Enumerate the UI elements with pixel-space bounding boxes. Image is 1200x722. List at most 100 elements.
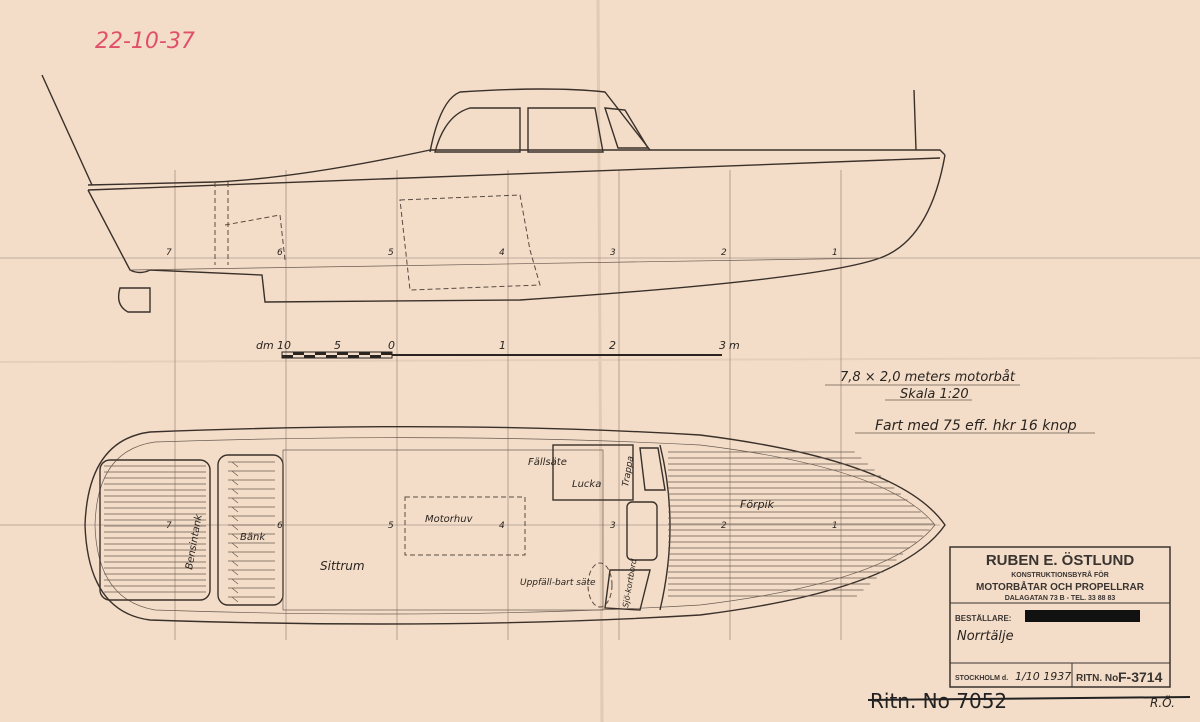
label-forepeak: Förpik — [740, 498, 775, 511]
sheer-line — [87, 149, 946, 186]
bench-slat — [228, 461, 275, 468]
scale-label: 10 — [277, 339, 291, 352]
label-stairs: Trappa — [621, 455, 636, 487]
stairs — [639, 447, 666, 491]
cabin-roof — [429, 88, 651, 153]
station-label-profile: 2 — [721, 248, 727, 258]
station-label-plan: 5 — [388, 521, 394, 531]
stamp-place-label: STOCKHOLM d. — [955, 675, 1008, 682]
bench-slat — [228, 578, 275, 585]
label-chart-table: Sjö-kortbord — [621, 557, 639, 608]
windshield — [604, 107, 650, 149]
scale-label: 5 — [334, 339, 341, 352]
bench-slat — [228, 515, 275, 522]
station-label-profile: 6 — [277, 248, 283, 258]
bulkhead — [214, 182, 229, 265]
hull-bottom — [149, 154, 946, 303]
profile-view — [41, 74, 946, 313]
cabin-window — [434, 107, 521, 153]
dashboard — [626, 501, 658, 561]
stamp-drawing-no-label: RITN. No — [1076, 673, 1118, 684]
bench-slat — [228, 470, 275, 477]
engine-outline — [399, 194, 541, 291]
scale-check — [282, 355, 293, 358]
scale-bar: dm 10 5 0 1 2 3 m — [256, 339, 740, 359]
engine-cover — [404, 496, 526, 556]
deck-line — [87, 157, 941, 191]
scale-label: 1 — [499, 339, 506, 352]
label-hatch: Lucka — [572, 479, 601, 490]
bench-slat — [228, 587, 275, 594]
drawing-title: 7,8 × 2,0 meters motorbåt — [840, 370, 1016, 385]
station-label-profile: 7 — [166, 248, 172, 258]
initials: R.Ö. — [1150, 694, 1175, 710]
old-drawing-number: Ritn. No 7052 — [870, 689, 1007, 713]
date-mark: 22-10-37 — [95, 29, 195, 54]
bench-slat — [228, 533, 275, 540]
station-label-profile: 4 — [499, 248, 505, 258]
label-cockpit: Sittrum — [320, 559, 365, 573]
keel-line — [129, 257, 881, 271]
company-stamp: RUBEN E. ÖSTLUND KONSTRUKTIONSBYRÅ FÖR M… — [949, 546, 1171, 688]
scale-check — [293, 352, 304, 355]
label-folding-seat: Fällsäte — [528, 457, 567, 468]
station-label-profile: 1 — [832, 248, 838, 258]
cockpit — [282, 449, 604, 611]
steering-wheel — [587, 562, 613, 608]
scale-check — [315, 352, 326, 355]
scale-checks — [282, 352, 392, 358]
strike-through — [867, 696, 1191, 701]
chart-table — [604, 569, 651, 611]
hatch — [552, 444, 634, 501]
bench-slat — [228, 569, 275, 576]
plan-view: Bänk Bensintank Sittrum Motorhuv Fällsät… — [84, 425, 946, 625]
bow-flagstaff — [913, 89, 917, 151]
label-bench: Bänk — [240, 532, 266, 543]
bench-slat — [228, 479, 275, 486]
station-label-plan: 3 — [610, 521, 616, 531]
bench-slat — [228, 596, 275, 603]
stamp-client-location: Norrtälje — [957, 629, 1014, 644]
transom-rudder — [87, 189, 151, 274]
scale-check — [359, 352, 370, 355]
station-label-plan: 4 — [499, 521, 505, 531]
rubrail — [94, 437, 936, 615]
stamp-line2: MOTORBÅTAR OCH PROPELLRAR — [976, 580, 1145, 593]
station-label-plan: 2 — [721, 521, 727, 531]
stamp-line1: KONSTRUKTIONSBYRÅ FÖR — [1011, 570, 1109, 579]
speed-note: Fart med 75 eff. hkr 16 knop — [875, 418, 1077, 434]
station-label-plan: 1 — [832, 521, 838, 531]
station-label-profile: 3 — [610, 248, 616, 258]
stamp-drawing-no: F-3714 — [1118, 669, 1163, 685]
scale-label: 3 — [719, 339, 726, 352]
label-engine-cover: Motorhuv — [425, 514, 474, 525]
scale-check — [348, 355, 359, 358]
stamp-date: 1/10 1937 — [1015, 670, 1071, 683]
stamp-company: RUBEN E. ÖSTLUND — [986, 552, 1135, 569]
station-label-profile: 5 — [388, 248, 394, 258]
bench-slat — [228, 488, 275, 495]
scale-check — [304, 355, 315, 358]
hull-outline — [84, 425, 946, 625]
stamp-border — [949, 546, 1171, 688]
drawing-scale: Skala 1:20 — [900, 387, 969, 402]
bench-slat — [228, 551, 275, 558]
propeller-rudder — [117, 287, 151, 313]
label-fold-up-seat: Uppfäll-bart säte — [520, 578, 596, 588]
deck-planking — [104, 451, 934, 603]
stamp-client-label: BESTÄLLARE: — [955, 614, 1011, 623]
stern-flagstaff — [41, 74, 93, 186]
cabin-front — [659, 444, 671, 611]
scale-unit-dm: dm — [256, 339, 274, 352]
scale-check — [381, 352, 392, 355]
bench-slat — [228, 560, 275, 567]
scale-unit-m: m — [729, 339, 740, 352]
bench-slat — [228, 497, 275, 504]
fold-line — [0, 357, 1200, 363]
aft-deck — [99, 459, 211, 601]
cabin-window — [527, 107, 604, 153]
bench-slat — [228, 506, 275, 513]
